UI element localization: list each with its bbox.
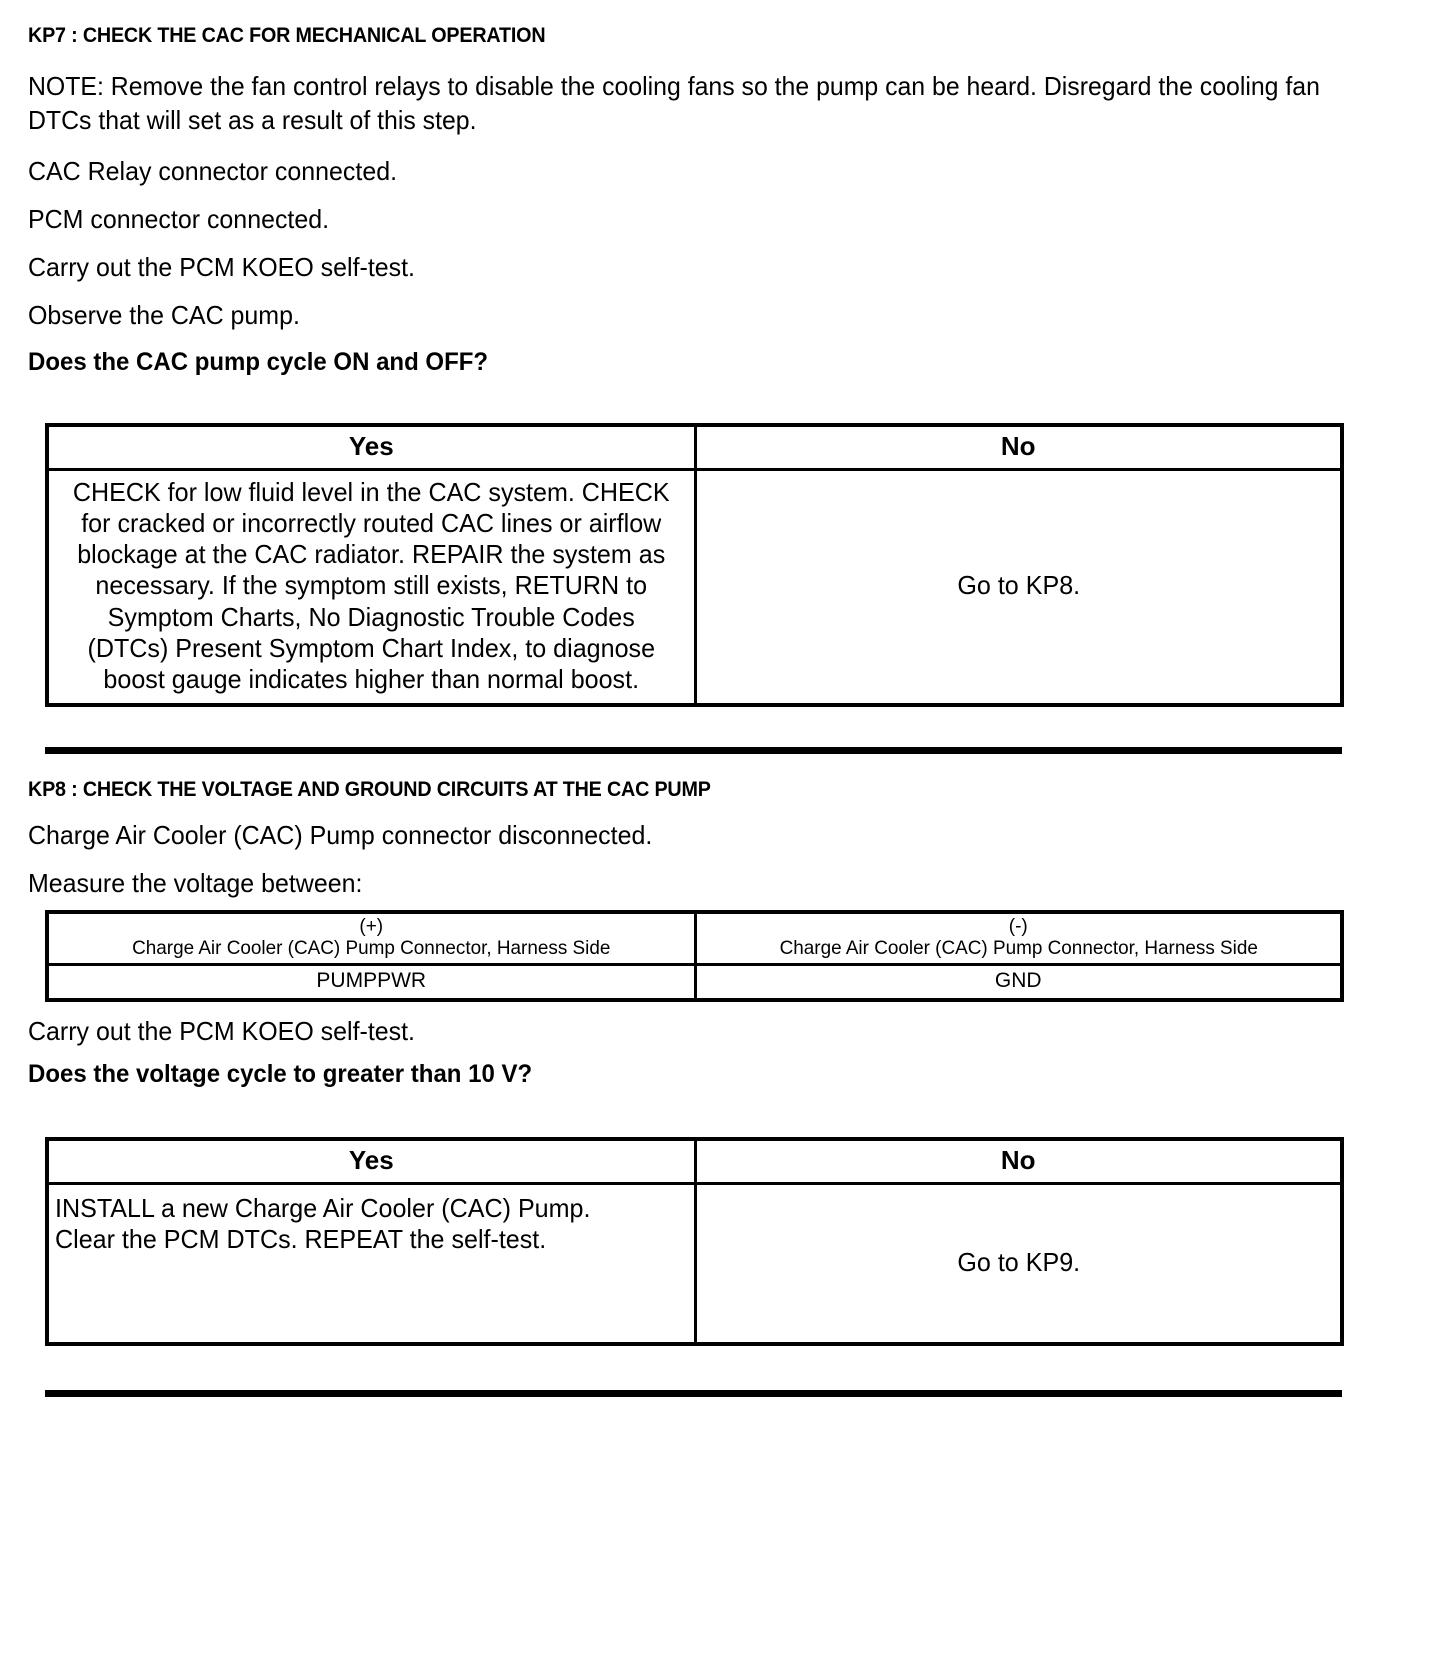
column-header-yes: Yes	[45, 1137, 697, 1186]
cell-yes-action-kp8-text: INSTALL a new Charge Air Cooler (CAC) Pu…	[55, 1193, 591, 1255]
question-kp8: Does the voltage cycle to greater than 1…	[28, 1060, 533, 1089]
positive-circuit-label: PUMPPWR	[316, 968, 427, 992]
decision-table-kp7: Yes No CHECK for low fluid level in the …	[45, 423, 1344, 708]
step-line-measure-voltage: Measure the voltage between:	[28, 868, 363, 899]
column-header-no: No	[693, 1137, 1344, 1186]
positive-sign-label: (+)	[359, 916, 384, 938]
negative-location-label: Charge Air Cooler (CAC) Pump Connector, …	[779, 936, 1258, 959]
cell-negative-terminal: (-) Charge Air Cooler (CAC) Pump Connect…	[693, 910, 1344, 966]
step-line-pcm-connected: PCM connector connected.	[28, 203, 330, 234]
column-header-yes: Yes	[45, 423, 697, 471]
step-line-koeo-self-test-kp8: Carry out the PCM KOEO self-test.	[28, 1016, 415, 1047]
negative-sign-label: (-)	[1008, 916, 1028, 938]
step-line-cac-pump-disconnected: Charge Air Cooler (CAC) Pump connector d…	[28, 820, 653, 851]
section-divider-2	[45, 1389, 1342, 1397]
section-divider-wrapper-1	[20, 707, 1420, 755]
table-header-row: Yes No	[45, 1137, 1344, 1186]
cell-yes-action-kp7: CHECK for low fluid level in the CAC sys…	[45, 467, 697, 707]
cell-no-action-kp8-text: Go to KP9.	[956, 1246, 1080, 1277]
step-line-cac-relay-connected: CAC Relay connector connected.	[28, 155, 398, 186]
section-divider-1	[45, 747, 1342, 755]
table-row-terminals: (+) Charge Air Cooler (CAC) Pump Connect…	[45, 910, 1344, 966]
section-kp8: KP8 : CHECK THE VOLTAGE AND GROUND CIRCU…	[20, 754, 1420, 1397]
step-line-observe-pump: Observe the CAC pump.	[28, 300, 300, 331]
table-row-circuits: PUMPPWR GND	[45, 962, 1344, 1002]
question-kp7: Does the CAC pump cycle ON and OFF?	[28, 348, 489, 377]
cell-positive-circuit: PUMPPWR	[45, 962, 697, 1002]
measurement-table-kp8: (+) Charge Air Cooler (CAC) Pump Connect…	[45, 910, 1344, 1003]
cell-no-action-kp8: Go to KP9.	[693, 1182, 1344, 1346]
step-title-kp7: KP7 : CHECK THE CAC FOR MECHANICAL OPERA…	[28, 24, 546, 47]
cell-no-action-kp7-text: Go to KP8.	[956, 570, 1080, 601]
section-kp7: KP7 : CHECK THE CAC FOR MECHANICAL OPERA…	[20, 0, 1420, 755]
decision-table-wrapper-kp7: Yes No CHECK for low fluid level in the …	[20, 377, 1420, 708]
step-line-koeo-self-test: Carry out the PCM KOEO self-test.	[28, 251, 415, 282]
column-header-no: No	[693, 423, 1344, 471]
note-text-kp7: NOTE: Remove the fan control relays to d…	[28, 71, 1320, 135]
table-row: CHECK for low fluid level in the CAC sys…	[45, 467, 1344, 707]
cell-positive-terminal: (+) Charge Air Cooler (CAC) Pump Connect…	[45, 910, 697, 966]
table-header-row: Yes No	[45, 423, 1344, 471]
decision-table-wrapper-kp8: Yes No INSTALL a new Charge Air Cooler (…	[20, 1089, 1420, 1346]
positive-location-label: Charge Air Cooler (CAC) Pump Connector, …	[132, 936, 611, 959]
table-row: INSTALL a new Charge Air Cooler (CAC) Pu…	[45, 1182, 1344, 1346]
negative-circuit-label: GND	[994, 968, 1042, 992]
section-divider-wrapper-2	[20, 1346, 1420, 1397]
cell-no-action-kp7: Go to KP8.	[693, 467, 1344, 707]
cell-negative-circuit: GND	[693, 962, 1344, 1002]
cell-yes-action-kp8: INSTALL a new Charge Air Cooler (CAC) Pu…	[45, 1182, 697, 1346]
measurement-table-wrapper: (+) Charge Air Cooler (CAC) Pump Connect…	[20, 898, 1420, 1003]
decision-table-kp8: Yes No INSTALL a new Charge Air Cooler (…	[45, 1137, 1344, 1346]
cell-yes-action-kp7-text: CHECK for low fluid level in the CAC sys…	[72, 476, 670, 694]
step-title-kp8: KP8 : CHECK THE VOLTAGE AND GROUND CIRCU…	[28, 778, 711, 802]
